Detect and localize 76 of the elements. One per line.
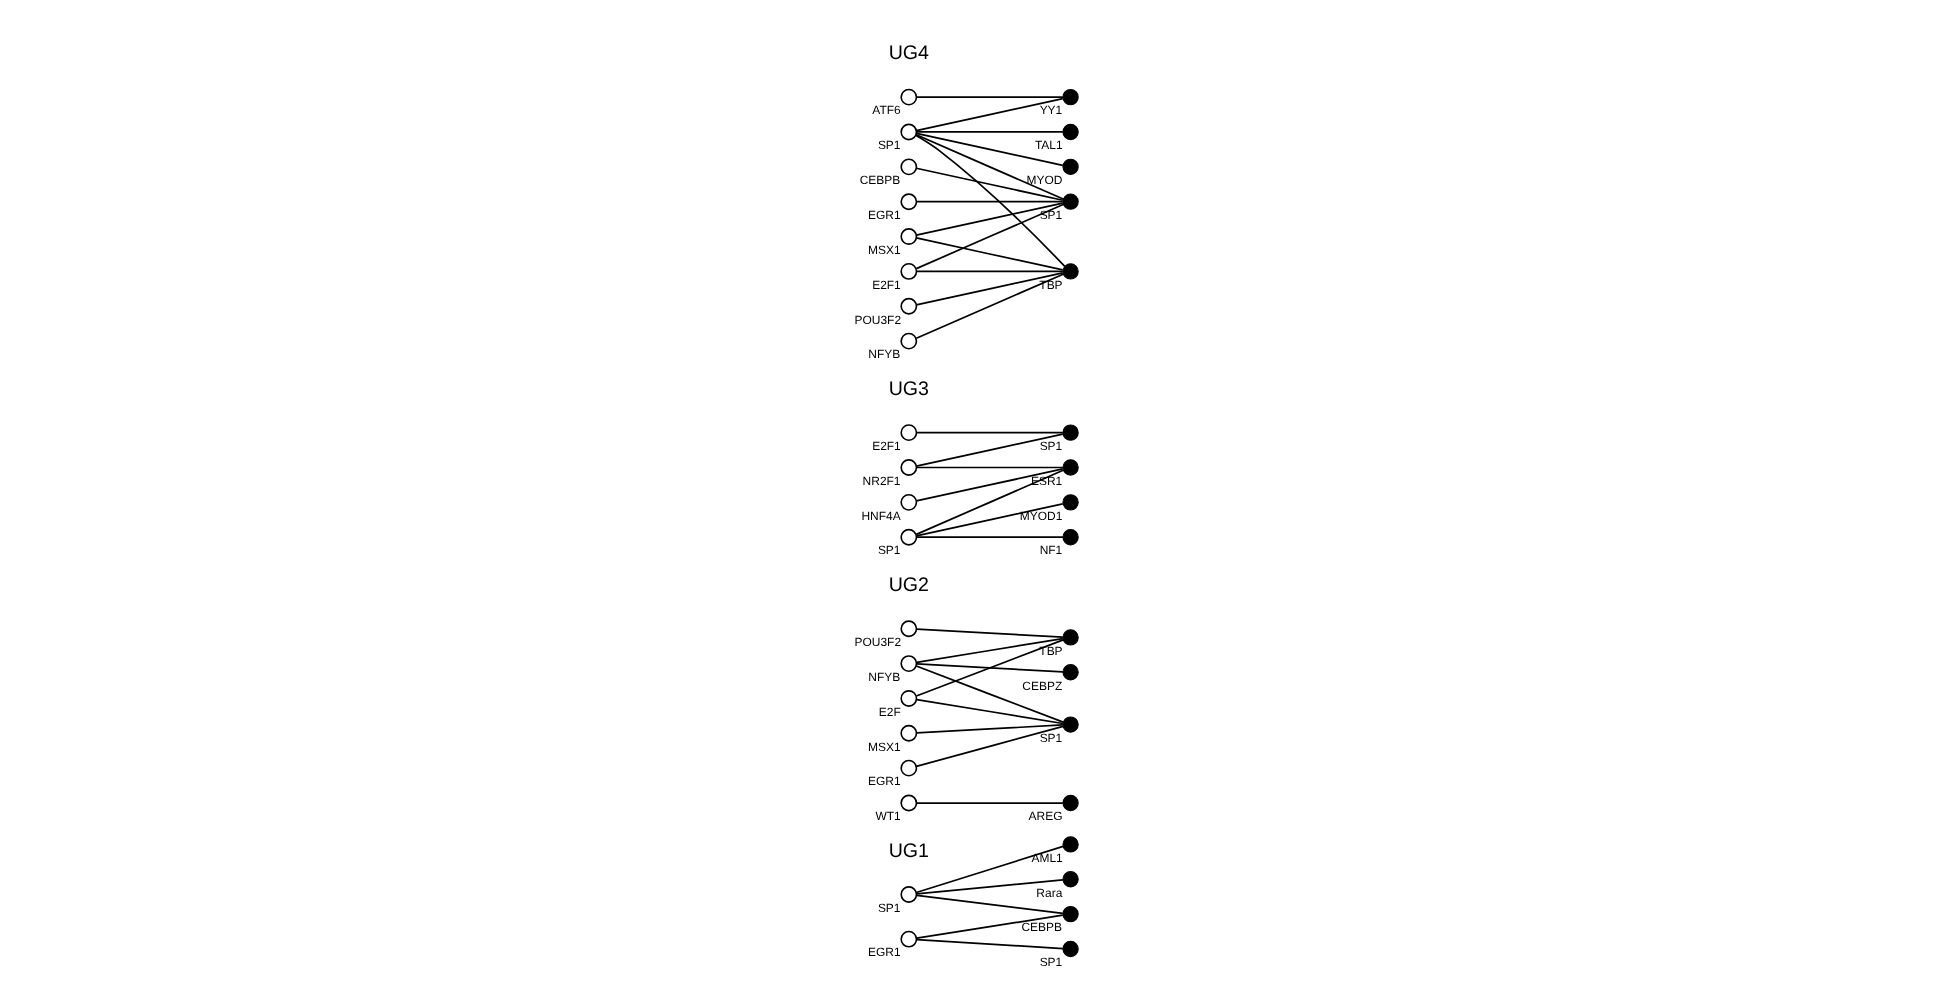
node-dot — [1061, 664, 1078, 681]
node-dot — [1061, 459, 1078, 476]
connector — [914, 628, 1063, 638]
node-dot — [1061, 529, 1078, 546]
node-circle — [899, 886, 917, 903]
connector — [914, 914, 1063, 939]
connector — [914, 431, 1063, 434]
connector — [914, 167, 1063, 202]
connector — [914, 724, 1063, 734]
node-dot — [1061, 123, 1078, 141]
label: UG4 — [887, 43, 928, 66]
node-circle — [899, 263, 917, 280]
node-circle — [899, 228, 917, 245]
node-dot — [1061, 794, 1078, 812]
node-circle — [899, 620, 917, 638]
connector — [914, 203, 1063, 270]
node-dot — [1061, 629, 1078, 646]
connector — [914, 639, 1063, 697]
node-circle — [899, 690, 917, 707]
connector — [914, 665, 1063, 723]
node-circle — [899, 493, 917, 511]
node-dot — [1061, 836, 1078, 853]
node-circle — [899, 759, 917, 777]
node-circle — [899, 297, 917, 315]
label: UG3 — [887, 378, 928, 401]
connector — [914, 97, 1063, 132]
connector — [914, 466, 1063, 469]
connector — [914, 202, 1063, 237]
node-dot — [1061, 263, 1078, 280]
node-dot — [1061, 871, 1078, 888]
node-circle — [899, 528, 917, 546]
connector — [914, 433, 1063, 467]
connector — [914, 802, 1063, 804]
connector — [914, 468, 1063, 502]
connector — [914, 663, 1063, 673]
connector — [914, 698, 1063, 725]
node-circle — [899, 930, 917, 948]
connector — [914, 96, 1063, 98]
connector — [914, 894, 1063, 915]
connector — [914, 637, 1063, 664]
connector — [914, 270, 1063, 273]
connector — [914, 469, 1063, 536]
node-dot — [1061, 424, 1078, 441]
connector — [914, 273, 1063, 340]
node-circle — [899, 193, 917, 211]
node-circle — [899, 332, 917, 350]
connector — [914, 502, 1063, 537]
connector — [914, 200, 1063, 203]
connector — [914, 845, 1063, 894]
node-dot — [1061, 494, 1078, 511]
node-dot — [1061, 193, 1078, 210]
node-circle — [899, 724, 917, 742]
node-circle — [899, 655, 917, 672]
connector — [914, 134, 1065, 268]
connector — [914, 272, 1063, 306]
node-circle — [899, 424, 917, 442]
node-dot — [1061, 88, 1078, 106]
connector — [914, 132, 1063, 167]
node-circle — [899, 88, 917, 106]
node-dot — [1061, 158, 1078, 175]
label: UG1 — [887, 840, 928, 863]
connector — [914, 237, 1063, 271]
node-circle — [899, 459, 917, 476]
node-circle — [899, 794, 917, 812]
node-dot — [1061, 716, 1078, 733]
node-circle — [899, 123, 917, 141]
node-dot — [1061, 905, 1078, 923]
node-dot — [1061, 940, 1078, 958]
connector — [914, 879, 1063, 895]
connector — [914, 131, 1063, 133]
label: UG2 — [887, 575, 928, 598]
connector — [914, 938, 1063, 950]
node-circle — [899, 158, 917, 176]
connector — [914, 133, 1063, 200]
connector — [914, 725, 1063, 768]
connector — [914, 536, 1063, 539]
